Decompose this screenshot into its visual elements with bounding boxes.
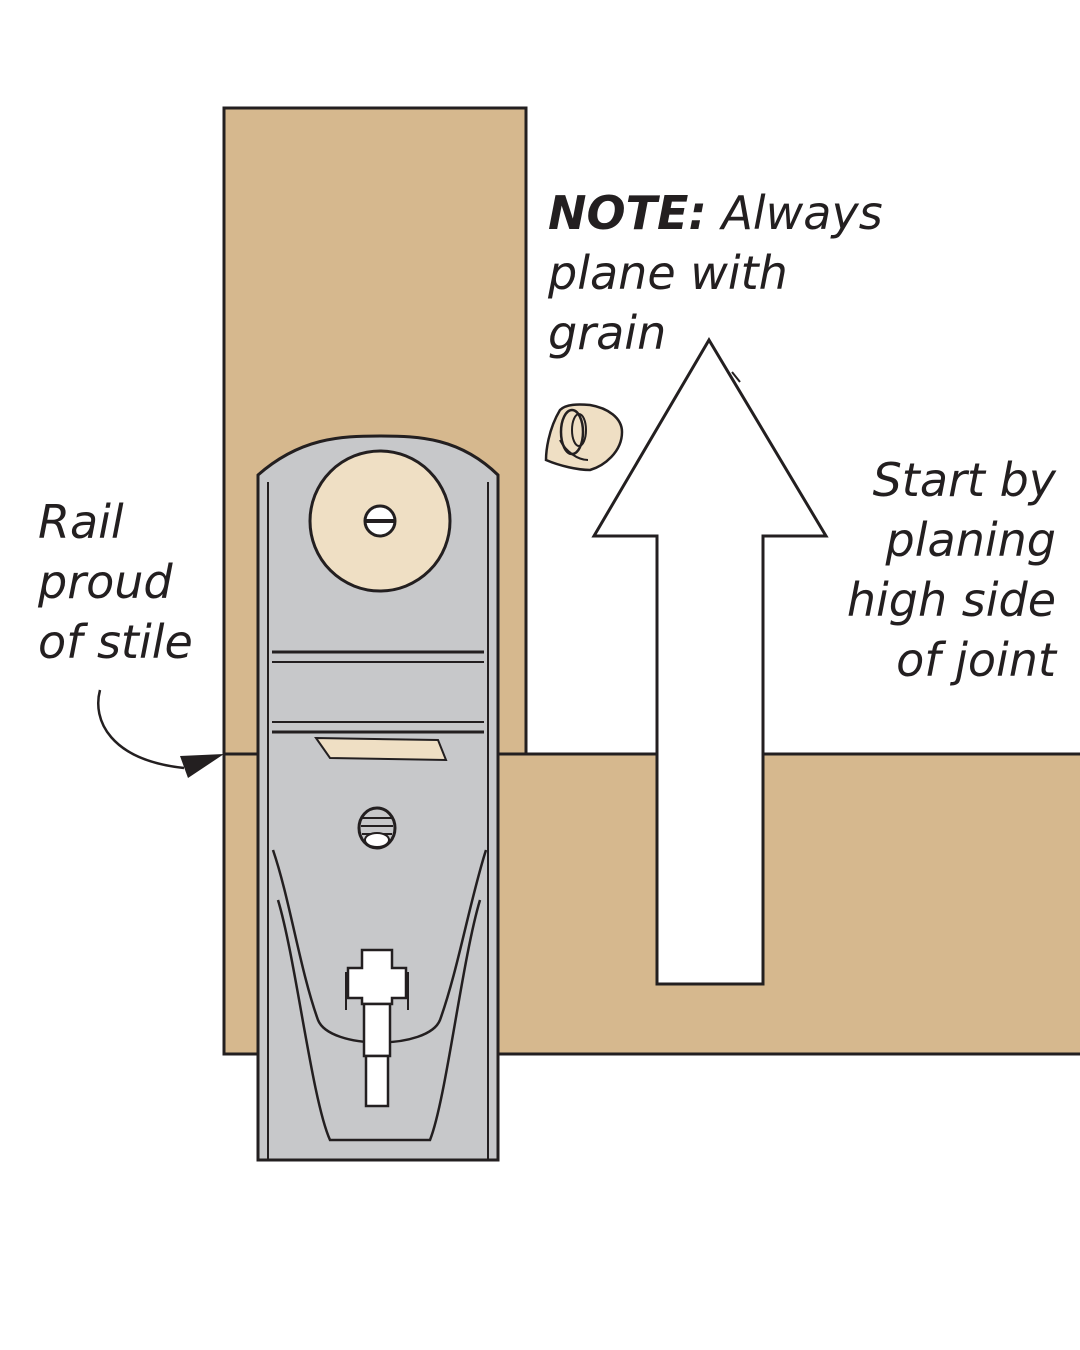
start-line-3: high side (846, 573, 1056, 627)
note-line-3: grain (548, 306, 667, 360)
lever-cap-icon (345, 948, 409, 1108)
start-label: Start by planing high side of joint (847, 450, 1056, 690)
wood-shaving-icon (544, 403, 624, 472)
rail-line-2: proud (38, 555, 173, 609)
plane-body (256, 434, 500, 1162)
curved-pointer-arrow-icon (97, 689, 224, 778)
start-line-2: planing (885, 513, 1056, 567)
note-prefix: NOTE: (548, 186, 707, 240)
rail-line-1: Rail (38, 495, 124, 549)
note-label: NOTE: Always plane with grain (548, 183, 883, 363)
start-line-1: Start by (872, 453, 1056, 507)
note-line-2: plane with (548, 246, 788, 300)
up-arrow-icon (591, 337, 829, 986)
start-line-4: of joint (896, 633, 1056, 687)
note-line-1: Always (721, 186, 883, 240)
plane-blade (314, 736, 448, 762)
rail-line-3: of stile (38, 615, 193, 669)
rail-label: Rail proud of stile (38, 492, 193, 672)
lever-cap-screw-icon (357, 806, 397, 850)
hand-plane-icon (256, 434, 500, 1162)
